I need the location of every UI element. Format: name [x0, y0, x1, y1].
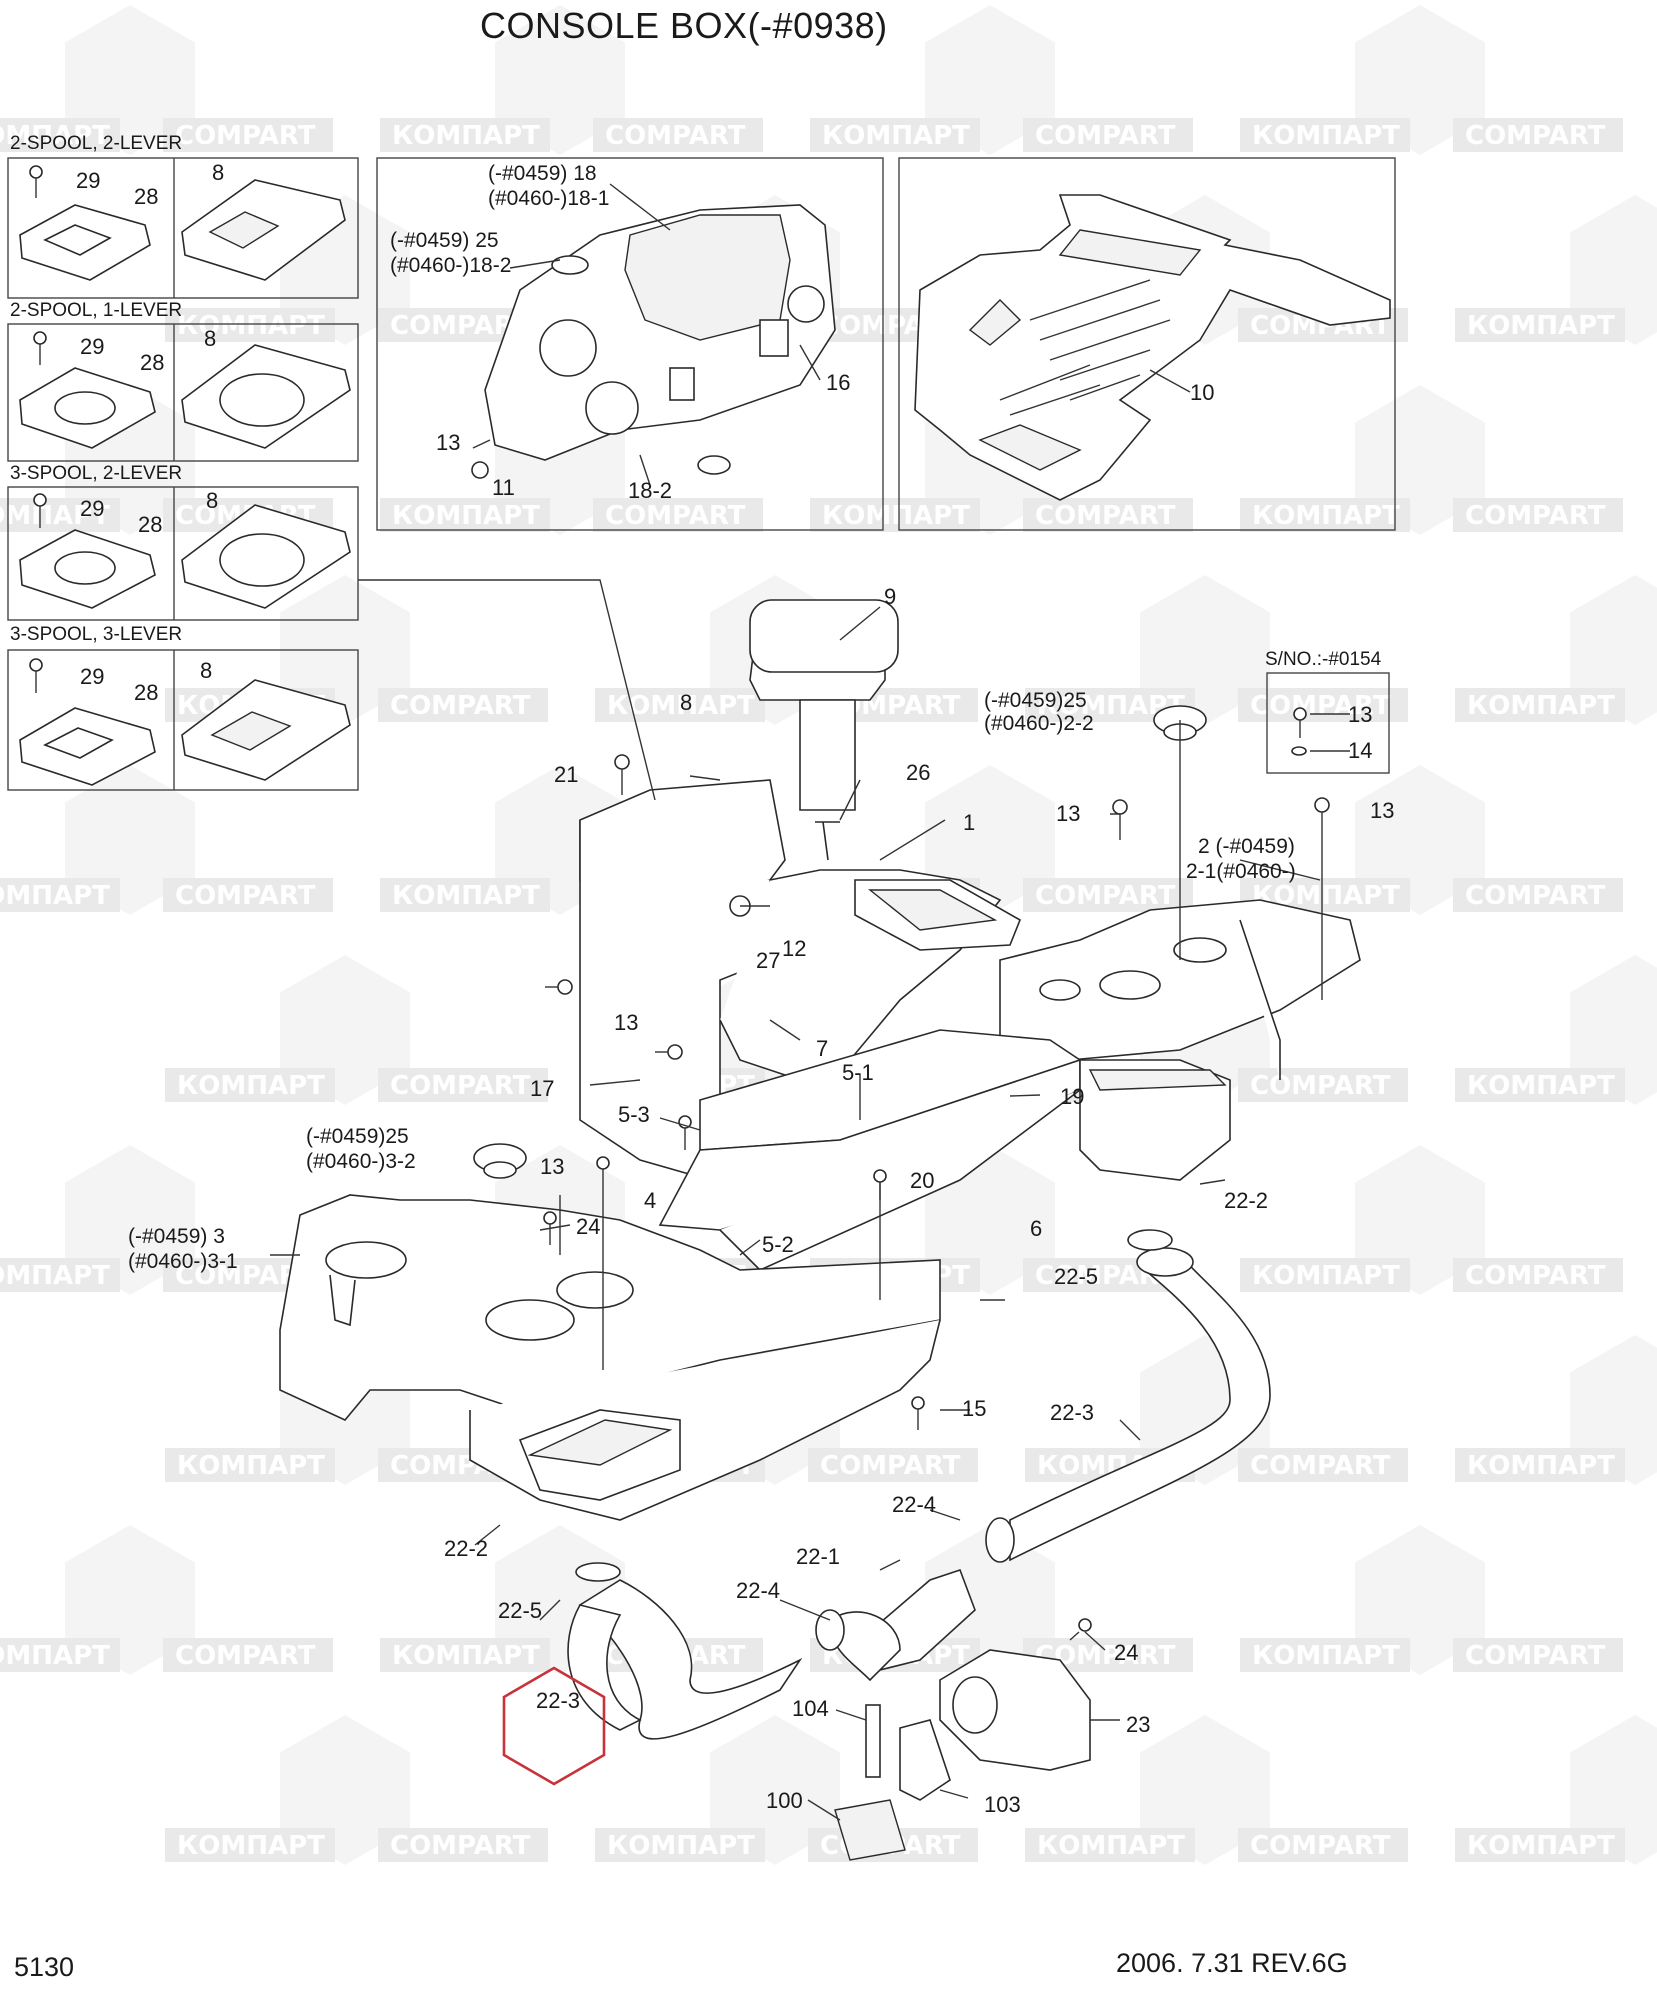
page-title: CONSOLE BOX(-#0938) — [480, 5, 888, 46]
part-label-2-1: 2-1(#0460-) — [1186, 860, 1296, 883]
part-label-11: 11 — [492, 475, 515, 500]
fasteners — [473, 599, 1330, 1641]
leader-lines — [270, 183, 1350, 1821]
part-label-13: 13 — [436, 430, 461, 455]
part-label-22-2: 22-2 — [444, 1536, 489, 1561]
part-label-3-1: (#0460-)3-1 — [128, 1250, 238, 1273]
part-label-6: 6 — [1030, 1216, 1043, 1241]
part-label-22-4: 22-4 — [736, 1578, 781, 1603]
part-label-25: (-#0459) 25 — [390, 229, 499, 252]
part-label-22-1: 22-1 — [796, 1544, 841, 1569]
serial-number-label: S/NO.:-#0154 — [1265, 649, 1382, 670]
revision-date: 2006. 7.31 REV.6G — [1116, 1948, 1348, 1978]
part-label-25: (-#0459)25 — [306, 1125, 409, 1148]
part-label-22-2: 22-2 — [1224, 1188, 1269, 1213]
dash-panel-detail — [376, 157, 884, 531]
part-label-12: 12 — [782, 936, 807, 961]
part-label-2: 2 (-#0459) — [1198, 835, 1295, 858]
part-label-18-2: 18-2 — [628, 478, 673, 503]
part-label-17: 17 — [530, 1076, 555, 1101]
sno-box — [1266, 672, 1390, 774]
part-label-29: 29 — [80, 334, 105, 359]
part-label-23: 23 — [1126, 1712, 1151, 1737]
part-label-9: 9 — [884, 584, 897, 609]
ducts — [567, 1229, 1271, 1861]
part-label-5-3: 5-3 — [618, 1102, 650, 1127]
part-label-18: (-#0459) 18 — [488, 162, 597, 185]
part-label-103: 103 — [984, 1792, 1021, 1817]
frame-rails — [658, 1029, 1231, 1271]
part-label-28: 28 — [134, 680, 159, 705]
section-label-2spool-2lever: 2-SPOOL, 2-LEVER — [10, 133, 183, 154]
part-label-18-1: (#0460-)18-1 — [488, 187, 610, 210]
part-label-8: 8 — [204, 326, 217, 351]
floor-mat-detail — [898, 157, 1396, 531]
part-label-104: 104 — [792, 1696, 829, 1721]
part-label-22-3: 22-3 — [1050, 1400, 1095, 1425]
part-label-3-2: (#0460-)3-2 — [306, 1150, 416, 1173]
part-label-13: 13 — [614, 1010, 639, 1035]
part-label-8: 8 — [680, 690, 693, 715]
part-label-28: 28 — [140, 350, 165, 375]
part-label-13: 13 — [1370, 798, 1395, 823]
part-label-8: 8 — [200, 658, 213, 683]
part-label-25: (-#0459)25 — [984, 689, 1087, 712]
part-label-27: 27 — [756, 948, 781, 973]
part-label-7: 7 — [816, 1036, 829, 1061]
part-label-26: 26 — [906, 760, 931, 785]
part-label-24: 24 — [1114, 1640, 1139, 1665]
part-label-29: 29 — [80, 664, 105, 689]
part-label-29: 29 — [76, 168, 101, 193]
variant-box-2spool-1lever — [7, 323, 359, 462]
variant-box-3spool-3lever — [7, 649, 359, 791]
part-label-14: 14 — [1348, 738, 1373, 763]
highlighted-part-label[interactable]: 22-3 — [536, 1688, 581, 1713]
part-label-100: 100 — [766, 1788, 803, 1813]
section-label-3spool-2lever: 3-SPOOL, 2-LEVER — [10, 463, 183, 484]
part-label-3: (-#0459) 3 — [128, 1225, 225, 1248]
part-label-10: 10 — [1190, 380, 1215, 405]
part-label-8: 8 — [212, 160, 225, 185]
part-label-2-2: (#0460-)2-2 — [984, 712, 1094, 735]
part-label-13: 13 — [540, 1154, 565, 1179]
part-label-8: 8 — [206, 488, 219, 513]
page-number: 5130 — [14, 1952, 75, 1982]
variant-box-3spool-2lever — [7, 486, 359, 621]
part-label-20: 20 — [910, 1168, 935, 1193]
part-label-15: 15 — [962, 1396, 987, 1421]
part-label-18-2: (#0460-)18-2 — [390, 254, 512, 277]
part-label-21: 21 — [554, 762, 579, 787]
part-label-28: 28 — [138, 512, 163, 537]
part-label-13: 13 — [1056, 801, 1081, 826]
part-label-28: 28 — [134, 184, 159, 209]
part-label-22-5: 22-5 — [498, 1598, 543, 1623]
console-body — [579, 639, 1361, 1181]
front-console — [279, 1194, 941, 1521]
part-label-16: 16 — [826, 370, 851, 395]
part-label-5-2: 5-2 — [762, 1232, 794, 1257]
part-label-13: 13 — [1348, 702, 1373, 727]
variant-box-2spool-2lever — [7, 157, 359, 299]
section-label-3spool-3lever: 3-SPOOL, 3-LEVER — [10, 624, 183, 645]
part-label-22-5: 22-5 — [1054, 1264, 1099, 1289]
part-label-1: 1 — [963, 810, 976, 835]
part-label-19: 19 — [1060, 1084, 1085, 1109]
part-label-24: 24 — [576, 1214, 601, 1239]
part-label-4: 4 — [644, 1188, 657, 1213]
part-label-29: 29 — [80, 496, 105, 521]
part-label-5-1: 5-1 — [842, 1060, 874, 1085]
part-label-22-4: 22-4 — [892, 1492, 937, 1517]
highlight-hexagon — [502, 1666, 606, 1786]
section-label-2spool-1lever: 2-SPOOL, 1-LEVER — [10, 300, 183, 321]
